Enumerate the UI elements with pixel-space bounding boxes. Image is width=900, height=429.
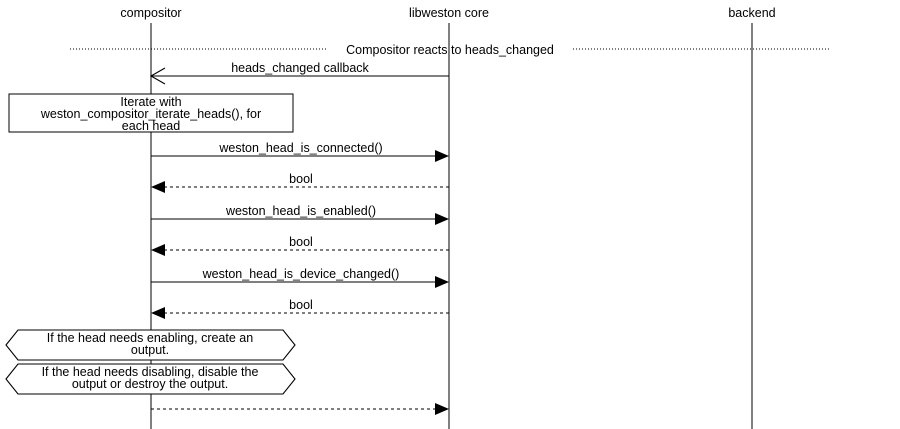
note-line-iterate-1: Iterate with xyxy=(120,95,181,109)
message-label-weston-head-is-device-changed: weston_head_is_device_changed() xyxy=(202,267,400,281)
arrowhead-filled-left-bool-enabled xyxy=(151,244,165,256)
note-line-iterate-2: weston_compositor_iterate_heads(), for xyxy=(40,107,261,121)
arrowhead-filled-right-weston-head-is-device-changed xyxy=(435,276,449,288)
section-divider: Compositor reacts to heads_changed xyxy=(70,43,830,57)
divider-label: Compositor reacts to heads_changed xyxy=(346,43,554,57)
message-label-weston-head-is-enabled: weston_head_is_enabled() xyxy=(225,204,376,218)
message-label-heads-changed-callback: heads_changed callback xyxy=(231,61,369,75)
note-box-iterate-heads xyxy=(8,93,294,133)
arrowhead-filled-left-bool-device-changed xyxy=(151,307,165,319)
note-line-enable-1: If the head needs enabling, create an xyxy=(47,331,253,345)
message-weston-head-is-device-changed: weston_head_is_device_changed() xyxy=(151,267,449,288)
message-bool-enabled: bool xyxy=(151,235,449,256)
note-enable-condition: If the head needs enabling, create an ou… xyxy=(5,329,296,361)
arrowhead-filled-left-bool-connected xyxy=(151,181,165,193)
message-weston-head-is-enabled: weston_head_is_enabled() xyxy=(151,204,449,225)
arrowhead-filled-right-weston-head-is-enabled xyxy=(435,213,449,225)
lifelines xyxy=(150,23,753,429)
arrowhead-filled-right-final-return xyxy=(435,403,449,415)
arrowhead-filled-right-weston-head-is-connected xyxy=(435,150,449,162)
participant-label-libweston-core: libweston core xyxy=(409,6,489,20)
message-heads-changed-callback: heads_changed callback xyxy=(149,61,449,85)
message-label-weston-head-is-connected: weston_head_is_connected() xyxy=(218,141,382,155)
participant-label-compositor: compositor xyxy=(120,6,181,20)
message-bool-connected: bool xyxy=(151,172,449,193)
message-label-bool-enabled: bool xyxy=(289,235,313,249)
note-iterate-heads: Iterate with weston_compositor_iterate_h… xyxy=(8,93,294,133)
participant-label-backend: backend xyxy=(728,6,775,20)
arrowhead-open-left-heads-changed-callback xyxy=(149,67,166,85)
message-weston-head-is-connected: weston_head_is_connected() xyxy=(151,141,449,162)
participant-headers: compositor libweston core backend xyxy=(120,6,775,20)
note-hexagon-disable-condition xyxy=(5,363,296,395)
note-line-iterate-3: each head xyxy=(122,119,180,133)
message-bool-device-changed: bool xyxy=(151,298,449,319)
note-hexagon-enable-condition xyxy=(5,329,296,361)
message-label-bool-device-changed: bool xyxy=(289,298,313,312)
note-line-enable-2: output. xyxy=(131,343,169,357)
note-line-disable-2: output or destroy the output. xyxy=(72,377,228,391)
note-disable-condition: If the head needs disabling, disable the… xyxy=(5,363,296,395)
message-label-bool-connected: bool xyxy=(289,172,313,186)
note-line-disable-1: If the head needs disabling, disable the xyxy=(42,365,259,379)
message-final-return xyxy=(151,403,449,415)
